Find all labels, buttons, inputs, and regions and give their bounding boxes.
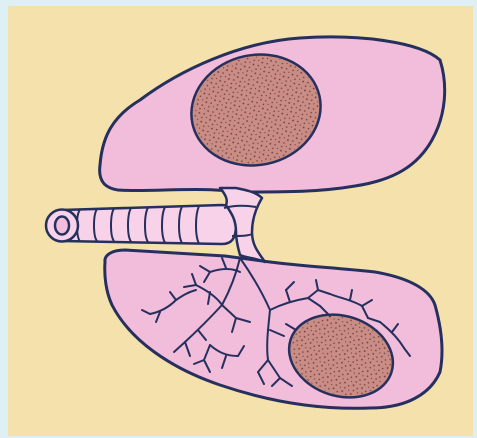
trachea <box>46 205 236 244</box>
